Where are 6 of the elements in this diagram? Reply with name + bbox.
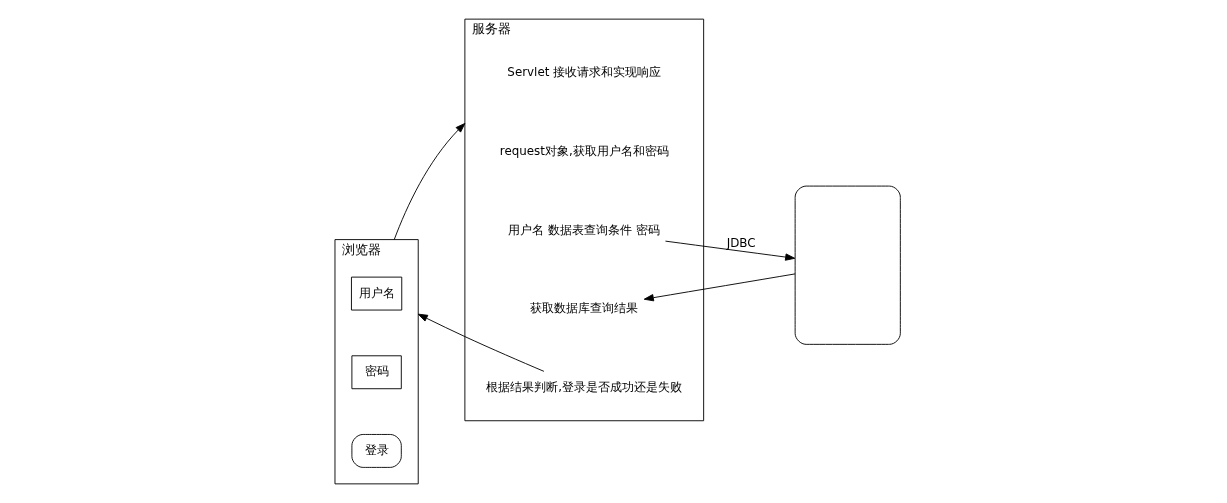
edge-label: JDBC	[726, 236, 756, 251]
node-text: 用户名 数据表查询条件 密码	[507, 222, 660, 237]
node-text: Servlet 接收请求和实现响应	[506, 65, 661, 80]
node-text: 根据结果判断,登录是否成功还是失败	[485, 379, 682, 394]
node-text: 获取数据库查询结果	[529, 301, 638, 316]
node-text: request对象,获取用户名和密码	[499, 143, 669, 158]
